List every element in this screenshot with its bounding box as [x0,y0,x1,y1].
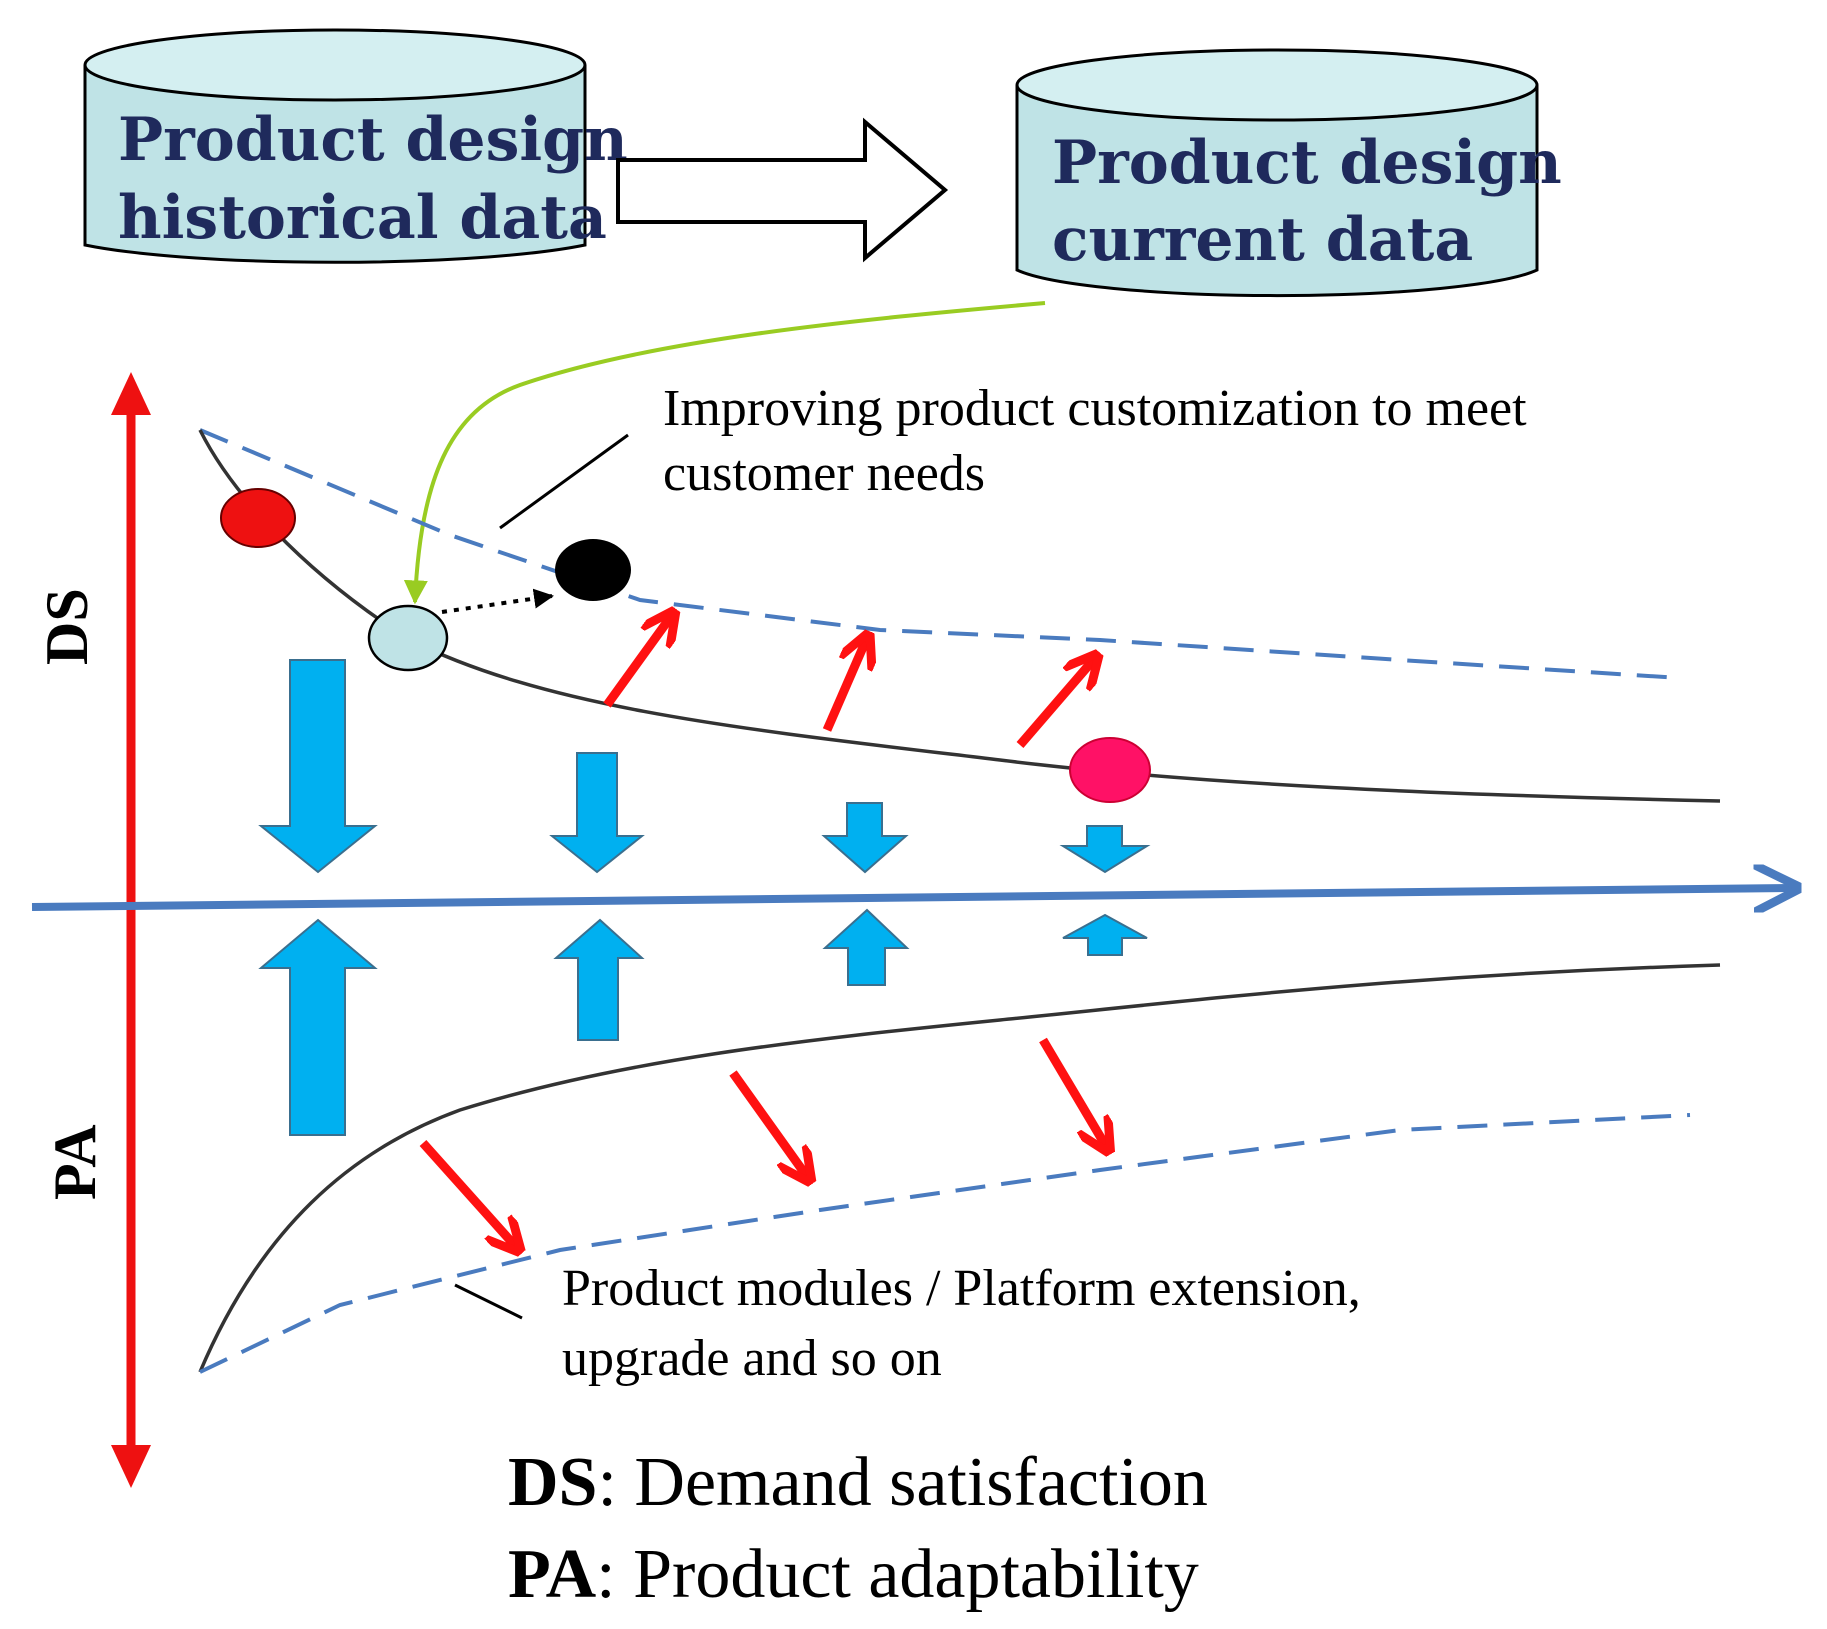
up-block-arrows [258,908,1148,1136]
modules-note-line2: upgrade and so on [562,1330,942,1387]
vertical-axis-top-head [111,372,151,415]
red-arrow-down-2 [729,1070,808,1178]
light-blue-dot [367,604,449,672]
block-arrow-down-1 [258,659,378,874]
block-arrow-down-2 [549,752,645,874]
pa-extension-arrows [419,1037,1107,1248]
legend-pa: PA: Product adaptability [508,1536,1199,1613]
historical-db-line2: historical data [118,183,607,253]
block-arrow-up-1 [258,918,378,1136]
pink-dot [1069,737,1151,803]
ds-axis-label: DS [34,588,100,665]
legend-ds: DS: Demand satisfaction [508,1444,1208,1521]
lower-dashed-boundary [199,1113,1691,1374]
modules-note-line1: Product modules / Platform extension, [562,1260,1361,1317]
horizontal-axis [31,888,1792,907]
block-arrow-down-3 [821,802,909,874]
current-cylinder-body [1015,85,1539,298]
down-block-arrows [258,659,1151,874]
historical-db-line1: Product design [118,105,628,175]
lower-pa-curve [198,963,1721,1373]
ds-improvement-arrows [603,615,1095,748]
current-db-line2: current data [1052,205,1473,275]
black-dot [555,539,631,601]
dotted-improvement-arrow [441,588,554,614]
upper-ds-curve [198,429,1721,803]
red-arrow-up-2 [822,638,867,732]
legend-ds-abbr: DS [508,1444,597,1521]
pa-axis-label: PA [42,1124,108,1200]
customization-leader-line [499,433,629,530]
legend-pa-abbr: PA [508,1536,597,1613]
block-arrow-down-4 [1059,825,1151,874]
current-cylinder-top [1015,48,1539,122]
block-arrow-up-3 [822,908,910,986]
current-data-database: Product design current data [1015,48,1562,298]
historical-data-database: Product design historical data [83,28,628,264]
block-arrow-up-2 [553,918,645,1041]
red-dot [220,488,296,548]
red-arrow-down-1 [419,1139,517,1248]
legend-ds-text: : Demand satisfaction [597,1444,1207,1521]
historical-cylinder-body [83,65,587,264]
current-data-link [403,301,1046,605]
hollow-transfer-arrow [616,117,949,263]
customization-note-line2: customer needs [663,445,985,502]
block-arrow-up-4 [1062,913,1148,956]
vertical-axis-bottom-head [111,1445,151,1488]
red-arrow-down-3 [1039,1037,1107,1148]
historical-cylinder-top [83,28,587,102]
upper-dashed-boundary [199,428,1681,680]
current-db-line1: Product design [1052,128,1562,198]
modules-leader-line [454,1283,523,1320]
customization-note-line1: Improving product customization to meet [663,380,1527,437]
red-arrow-up-3 [1016,658,1095,748]
red-arrow-up-1 [603,615,672,708]
legend-pa-text: : Product adaptability [596,1536,1199,1613]
